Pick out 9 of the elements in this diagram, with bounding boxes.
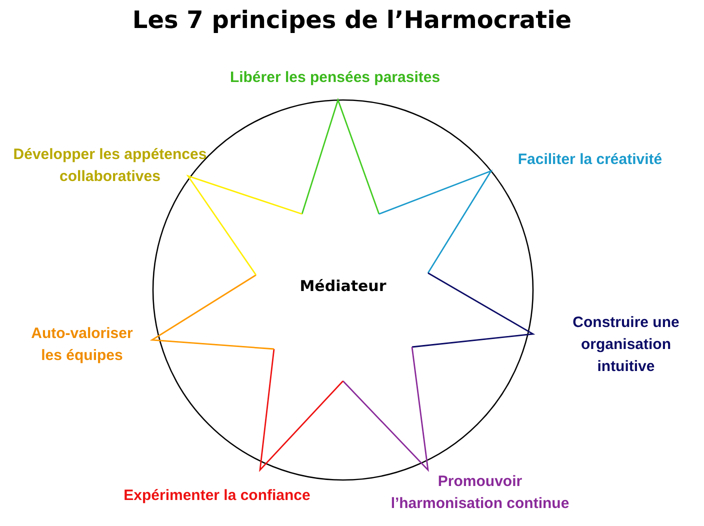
principle-label: Expérimenter la confiance (122, 486, 312, 506)
principle-label: Construire une organisation intuitive (572, 313, 680, 377)
center-label: Médiateur (300, 277, 386, 295)
principle-label: Promouvoir l’harmonisation continue (390, 472, 570, 514)
principle-label: Libérer les pensées parasites (228, 68, 442, 88)
principle-label: Faciliter la créativité (516, 150, 664, 170)
title: Les 7 principes de l’Harmocratie (131, 6, 573, 34)
principle-label: Développer les appétences collaboratives (12, 145, 208, 187)
principle-label: Auto-valoriser les équipes (30, 324, 134, 366)
